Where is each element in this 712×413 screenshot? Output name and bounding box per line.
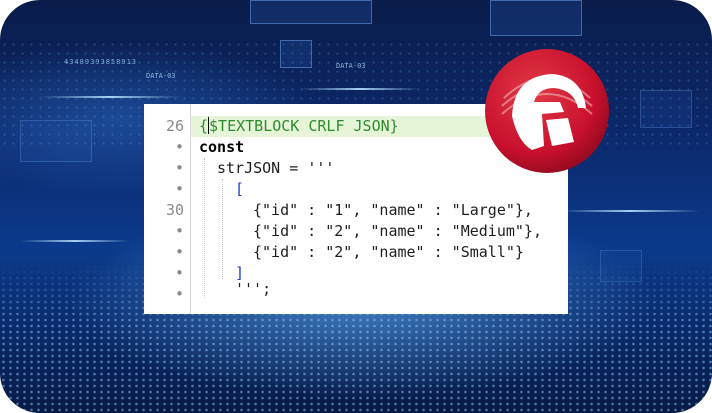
background-panel: [490, 0, 582, 36]
json-object-text: {"id" : "1", "name" : "Large"},: [253, 201, 533, 219]
identifier-strjson: strJSON: [217, 159, 281, 177]
code-line-directive[interactable]: {$TEXTBLOCK CRLF JSON}: [199, 116, 399, 137]
code-line-json-item[interactable]: {"id" : "2", "name" : "Small"}: [253, 242, 524, 263]
string-close-quote: ''';: [235, 280, 272, 298]
readout-tag: DATA-03: [336, 62, 366, 70]
json-object-text: {"id" : "2", "name" : "Medium"},: [253, 222, 542, 240]
code-line-string-close[interactable]: ''';: [235, 279, 271, 300]
line-number: 26: [165, 117, 184, 135]
code-line-json-item[interactable]: {"id" : "1", "name" : "Large"},: [253, 200, 533, 221]
current-line-highlight: [191, 116, 568, 137]
background-readout: DATA-03: [336, 62, 366, 70]
line-number: •: [174, 222, 184, 240]
directive-close-brace: }: [389, 117, 399, 135]
spartan-helmet-icon: [485, 49, 609, 173]
helmet-shape: [512, 74, 586, 150]
indent-guide: [222, 179, 223, 279]
directive-open-brace: {: [199, 117, 209, 135]
code-line-json-item[interactable]: {"id" : "2", "name" : "Medium"},: [253, 221, 542, 242]
code-line-array-open[interactable]: [: [235, 179, 244, 200]
background-panel: [640, 90, 692, 128]
background-readout: DATA-03: [146, 72, 176, 80]
helmet-cheek: [546, 118, 574, 146]
background-panel: [280, 40, 312, 68]
line-number: •: [174, 138, 184, 156]
code-line-assignment[interactable]: strJSON = ''': [217, 158, 334, 179]
readout-tag: DATA-03: [146, 72, 176, 80]
array-close-bracket: ]: [235, 264, 245, 282]
background-panel: [250, 0, 372, 24]
keyword-const: const: [199, 138, 245, 156]
code-editor: 26 • • • 30 • • • • {$TEXTBLOCK CRLF JSO…: [144, 104, 568, 314]
directive-text: $TEXTBLOCK CRLF JSON: [209, 117, 390, 135]
string-open-quote: ''': [307, 159, 335, 177]
light-streak: [560, 210, 700, 212]
assignment-operator: =: [280, 159, 308, 177]
line-number: •: [174, 159, 184, 177]
background-readout: 43489393858913: [64, 58, 137, 66]
indent-guide: [204, 158, 205, 298]
json-object-text: {"id" : "2", "name" : "Small"}: [253, 243, 524, 261]
line-number-gutter: 26 • • • 30 • • • •: [144, 104, 191, 314]
code-line-array-close[interactable]: ]: [235, 263, 244, 284]
array-open-bracket: [: [235, 180, 245, 198]
light-streak: [20, 240, 130, 242]
code-line-const[interactable]: const: [199, 137, 244, 158]
light-streak: [300, 88, 420, 90]
line-number: •: [174, 285, 184, 303]
line-number: •: [174, 264, 184, 282]
light-streak: [40, 96, 180, 98]
text-caret: [208, 117, 210, 134]
background-panel: [20, 120, 92, 162]
line-number: 30: [165, 201, 184, 219]
readout-digits: 43489393858913: [64, 58, 138, 66]
background-panel: [600, 250, 642, 282]
line-number: •: [174, 243, 184, 261]
line-number: •: [174, 180, 184, 198]
